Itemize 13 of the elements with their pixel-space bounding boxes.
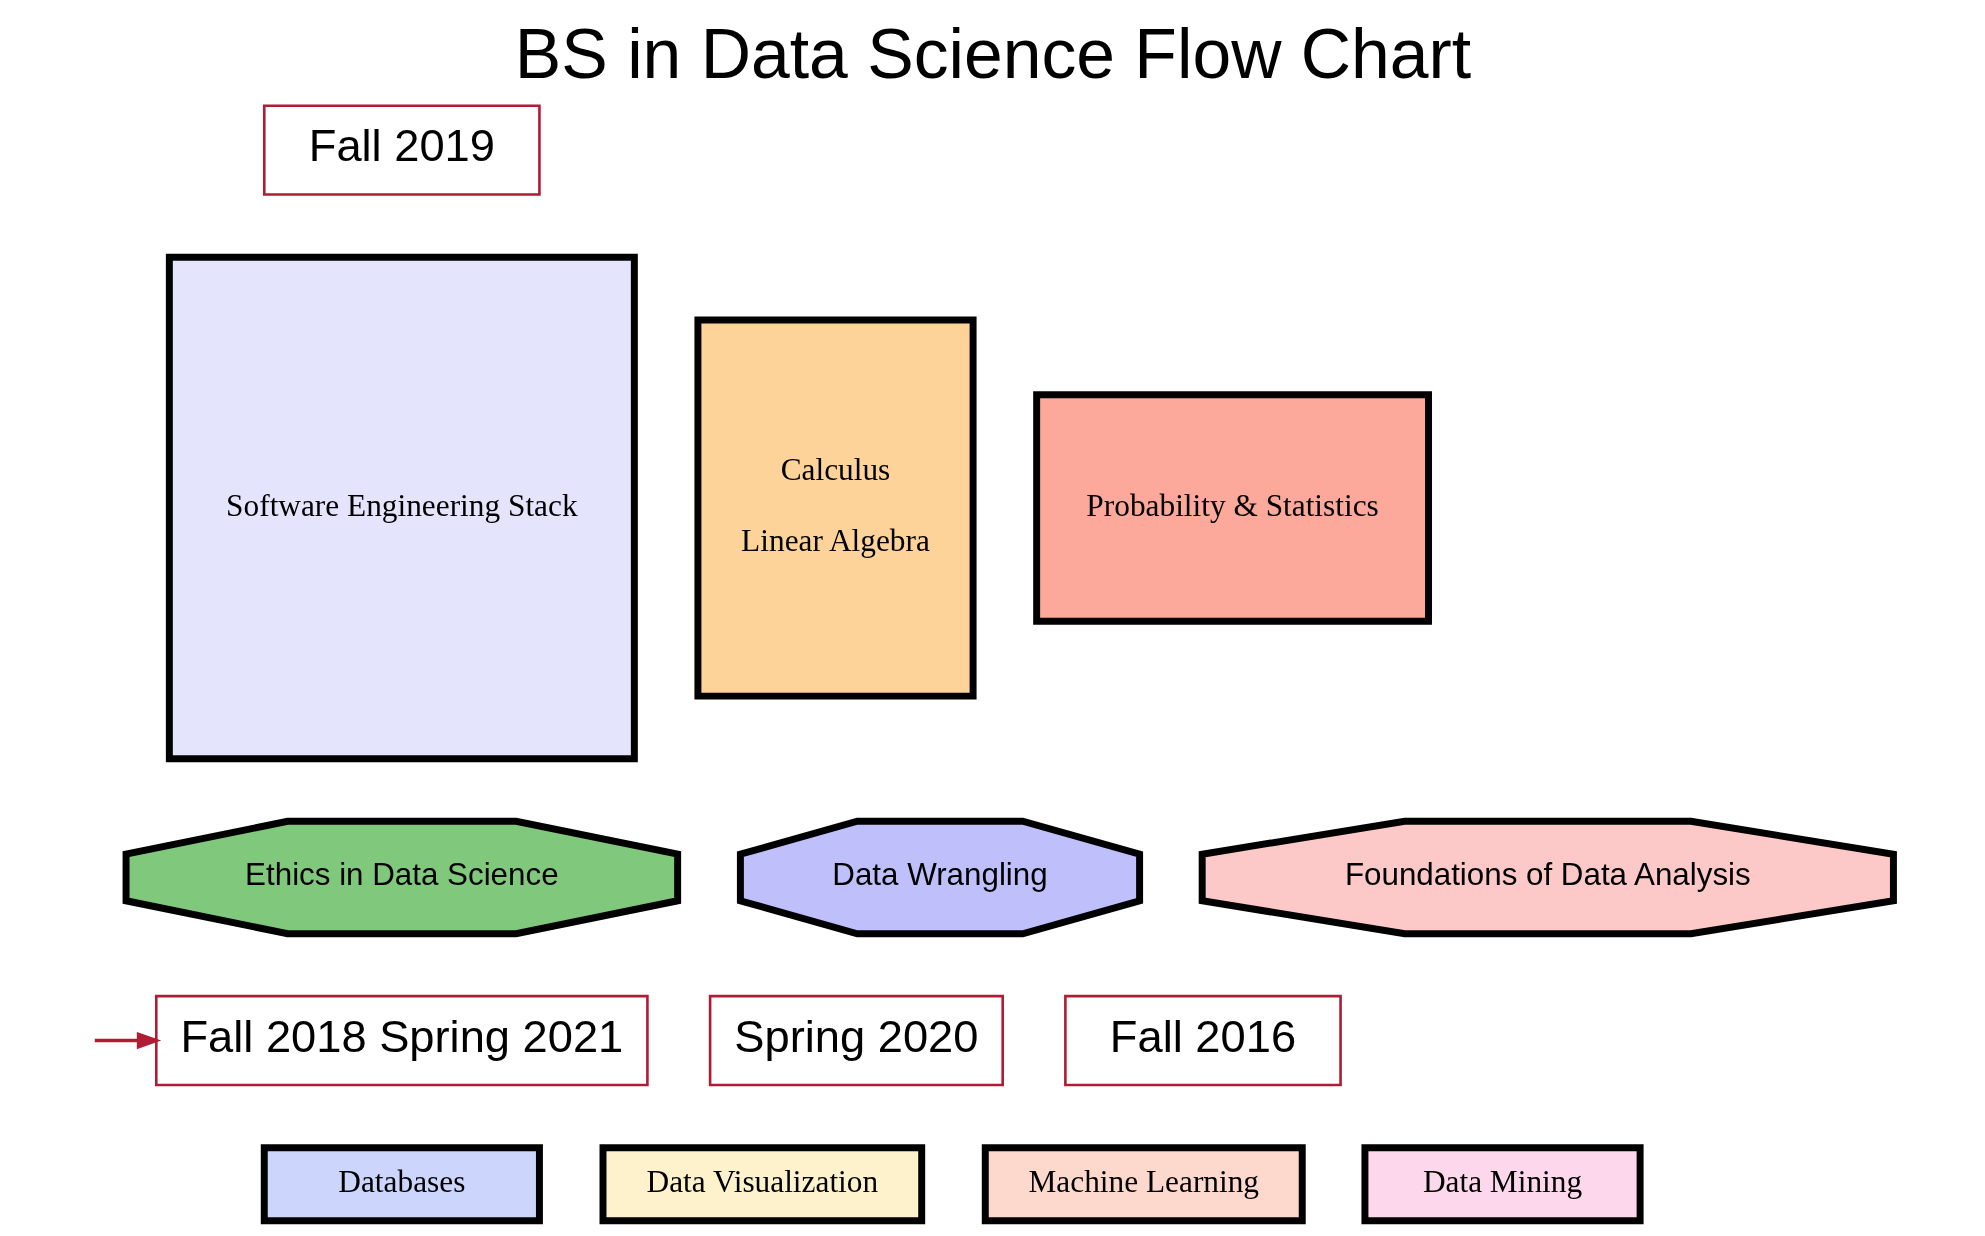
node-box: Software Engineering Stack [165, 253, 638, 763]
node-box: Spring 2020 [708, 994, 1004, 1087]
node-box: Fall 2019 [262, 104, 541, 196]
arrow [94, 1032, 161, 1050]
node-box: Probability & Statistics [1032, 391, 1432, 625]
node-box: Data Mining [1360, 1144, 1644, 1225]
node-box: Data Visualization [599, 1144, 925, 1225]
node-box: Fall 2018 Spring 2021 [154, 994, 649, 1087]
node-box: Fall 2016 [1063, 994, 1342, 1087]
node-box: Databases [260, 1144, 543, 1225]
node-box: Calculus Linear Algebra [693, 316, 977, 700]
node-box: Machine Learning [981, 1144, 1306, 1225]
diagram-title: BS in Data Science Flow Chart [514, 14, 1471, 93]
